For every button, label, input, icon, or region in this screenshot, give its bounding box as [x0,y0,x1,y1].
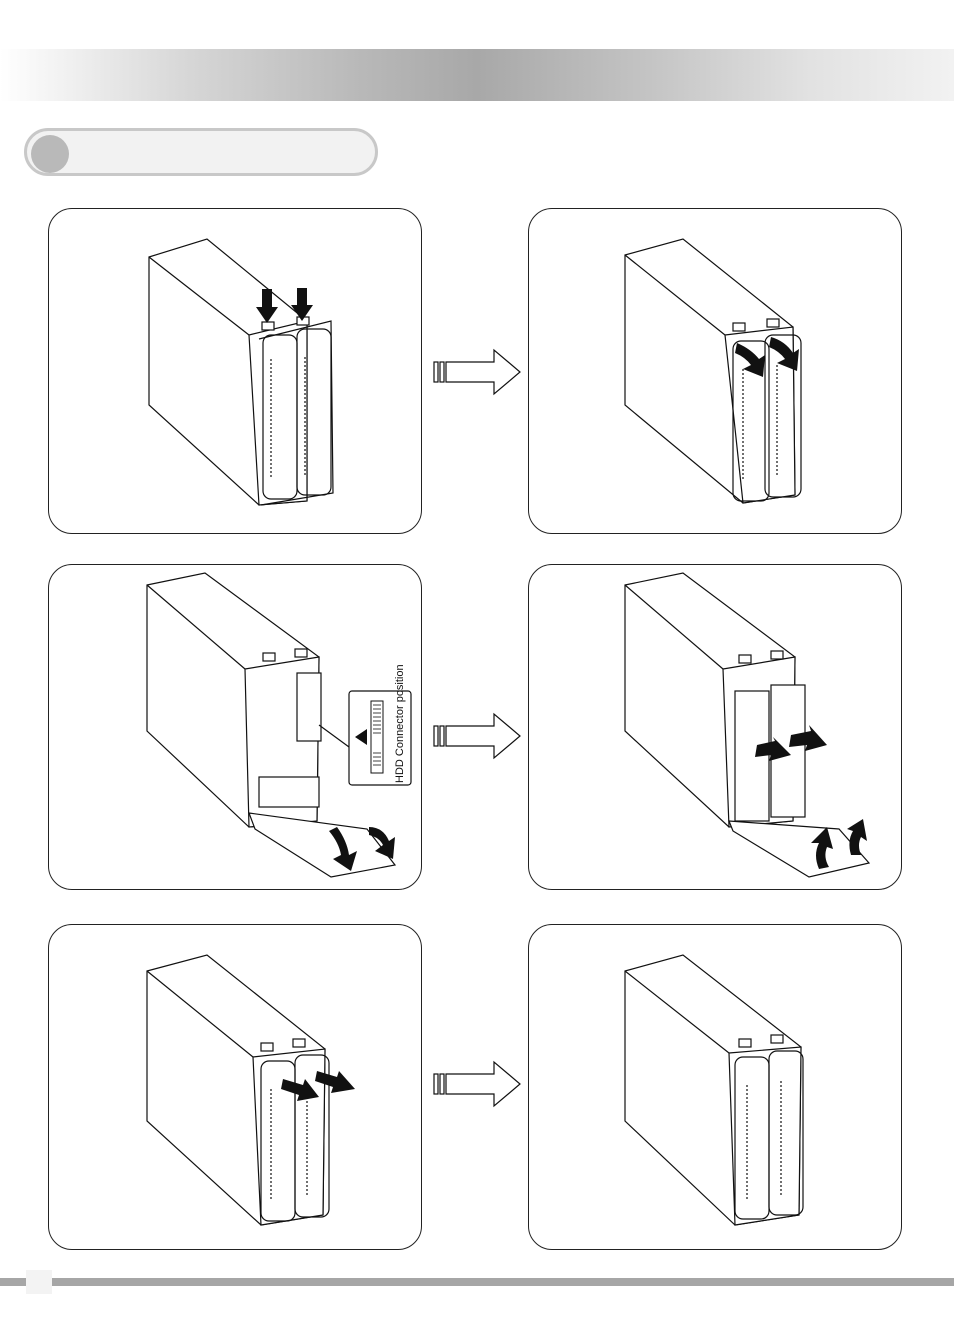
section-bullet-icon [31,135,69,173]
header-bar [0,49,954,101]
step-6-panel [528,924,902,1250]
section-heading [24,128,378,176]
footer-line [0,1278,954,1286]
step-2-panel [528,208,902,534]
hdd-connector-label: HDD Connector position [394,664,406,783]
enclosure-doors-opening-illustration [529,209,902,534]
step-1-panel [48,208,422,534]
enclosure-close-doors-illustration [49,925,422,1250]
flow-arrow-3-icon [432,1058,524,1110]
flow-arrow-2-icon [432,710,524,762]
enclosure-assembled-illustration [529,925,902,1250]
hdd-connector-callout: HDD Connector position [349,664,411,785]
flow-arrow-1-icon [432,346,524,398]
step-3-panel: HDD Connector position [48,564,422,890]
enclosure-insert-drives-illustration [529,565,902,890]
enclosure-doors-open-connector-illustration: HDD Connector position [49,565,422,890]
step-5-panel [48,924,422,1250]
step-4-panel [528,564,902,890]
page-number [26,1270,52,1294]
enclosure-front-buttons-pressed-illustration [49,209,422,534]
